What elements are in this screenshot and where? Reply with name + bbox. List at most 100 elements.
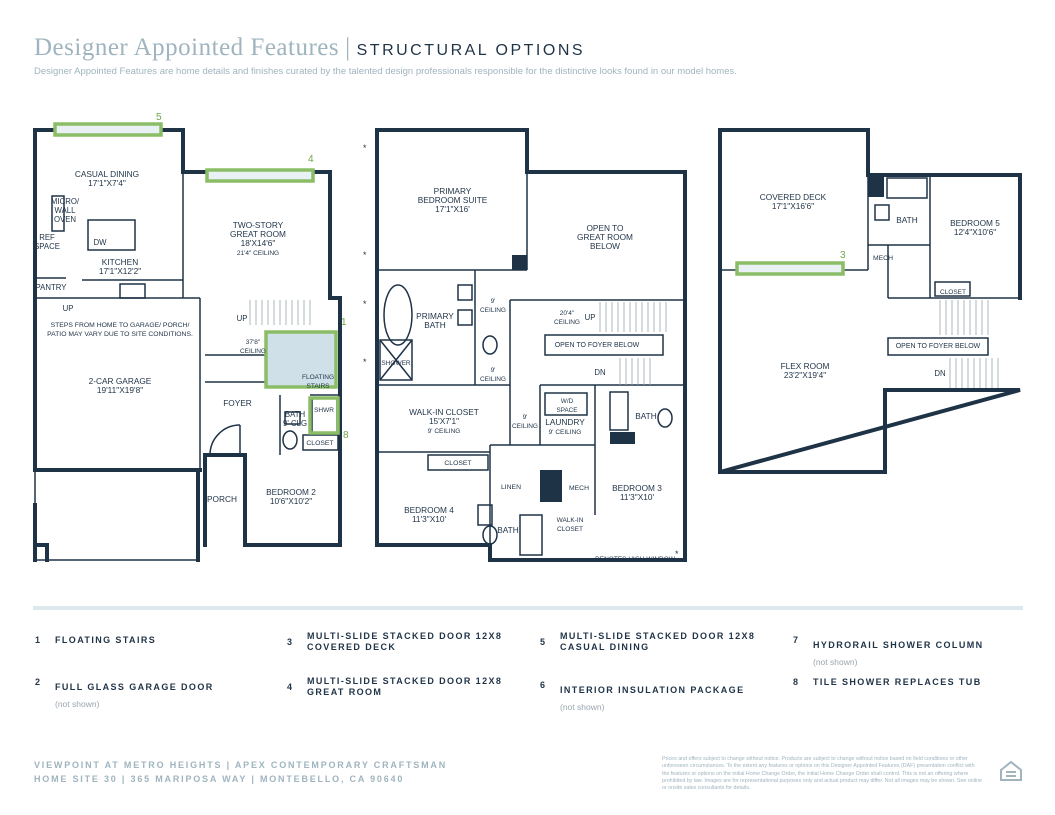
open-foyer-below-3: OPEN TO FOYER BELOW [895, 343, 981, 350]
room-shower-1: SHWR [314, 407, 334, 414]
option-item: 3 MULTI-SLIDE STACKED DOOR 12X8 COVERED … [287, 631, 502, 653]
callout-4: 4 [308, 154, 314, 165]
high-window-marker: * [363, 357, 367, 367]
high-window-marker: * [363, 299, 367, 309]
room-ref-space: REF SPACE [34, 233, 60, 251]
option-item: 5 MULTI-SLIDE STACKED DOOR 12X8 CASUAL D… [540, 631, 755, 653]
page-title: Designer Appointed Features| STRUCTURAL O… [34, 34, 585, 62]
room-casual-dining: CASUAL DINING 17'1"X7'4" [74, 169, 140, 188]
room-shower-2: SHOWER [381, 360, 411, 367]
room-closet-2: CLOSET [444, 460, 472, 467]
title-separator: | [345, 34, 351, 61]
stair-up-label: UP [62, 304, 74, 313]
room-kitchen: KITCHEN 17'1"X12'2" [98, 257, 142, 276]
ceiling-37-8: 37'8" CEILING [239, 339, 266, 355]
page-subtitle: STRUCTURAL OPTIONS [356, 42, 586, 59]
room-floating-stairs: FLOATING STAIRS [301, 374, 335, 390]
community-line: VIEWPOINT AT METRO HEIGHTS | APEX CONTEM… [34, 760, 447, 770]
option-label: MULTI-SLIDE STACKED DOOR 12X8 COVERED DE… [307, 631, 503, 652]
option-label: INTERIOR INSULATION PACKAGE [560, 685, 745, 695]
room-bath-3: BATH [497, 525, 519, 535]
callout-3: 3 [840, 250, 846, 261]
ceiling-9-b: 9' CEILING [479, 367, 506, 383]
room-closet-3: CLOSET [939, 289, 966, 296]
high-window-note: DENOTES HIGH WINDOW [595, 556, 675, 563]
room-mech-3: MECH [872, 255, 893, 262]
option-number: 5 [540, 637, 547, 647]
option-label: TILE SHOWER REPLACES TUB [813, 677, 982, 687]
callout-1: 1 [341, 317, 347, 328]
option-label: FLOATING STAIRS [55, 635, 157, 645]
room-great-room: TWO-STORY GREAT ROOM 18'X14'6" [230, 220, 286, 248]
room-bedroom-2: BEDROOM 2 10'6"X10'2" [266, 487, 316, 506]
option-number: 8 [793, 677, 800, 687]
equal-housing-icon [999, 760, 1023, 782]
room-bedroom-5: BEDROOM 5 12'4"X10'6" [950, 218, 1000, 237]
room-closet-1: CLOSET [306, 440, 334, 447]
option-item: 8 TILE SHOWER REPLACES TUB [793, 677, 982, 688]
room-bath-1: BATH 9' CLG [282, 410, 308, 428]
high-window-marker: * [363, 250, 367, 260]
option-item: 7 HYDRORAIL SHOWER COLUMN (not shown) [793, 635, 984, 667]
stair-up-label-3: UP [584, 313, 596, 322]
ceiling-20-4: 20'4" CEILING [553, 310, 580, 326]
room-open-great-room: OPEN TO GREAT ROOM BELOW [577, 223, 633, 251]
section-divider [33, 606, 1023, 610]
walk-in-closet-ceiling: 9' CEILING [427, 428, 461, 435]
option-number: 3 [287, 637, 294, 647]
option-item: 4 MULTI-SLIDE STACKED DOOR 12X8 GREAT RO… [287, 676, 502, 698]
room-primary-bath: PRIMARY BATH [416, 311, 454, 330]
option-label: MULTI-SLIDE STACKED DOOR 12X8 GREAT ROOM [307, 676, 503, 697]
option-label: HYDRORAIL SHOWER COLUMN [813, 640, 984, 650]
room-linen: LINEN [500, 484, 522, 491]
open-foyer-below-2: OPEN TO FOYER BELOW [554, 342, 640, 349]
room-mech-2: MECH [568, 485, 589, 492]
option-number: 1 [35, 635, 42, 645]
room-porch: PORCH [207, 494, 237, 504]
room-covered-deck: COVERED DECK 17'1"X16'6" [759, 192, 827, 211]
room-bedroom-3: BEDROOM 3 11'3"X10' [612, 483, 662, 502]
room-pantry: PANTRY [35, 283, 67, 292]
callout-8: 8 [343, 430, 349, 441]
room-bath-2: BATH [635, 411, 657, 421]
option-number: 6 [540, 680, 547, 690]
room-bedroom-4: BEDROOM 4 11'3"X10' [404, 505, 454, 524]
option-note: (not shown) [813, 657, 858, 667]
room-walk-in-closet: WALK-IN CLOSET 15'X7'1" [409, 407, 479, 426]
stair-up-label-2: UP [236, 314, 248, 323]
laundry-ceiling: 9' CEILING [548, 429, 582, 436]
room-laundry: LAUNDRY [545, 417, 585, 427]
great-room-ceiling: 21'4" CEILING [236, 250, 280, 257]
ceiling-9-a: 9' CEILING [479, 298, 506, 314]
option-label: MULTI-SLIDE STACKED DOOR 12X8 CASUAL DIN… [560, 631, 756, 652]
callout-5: 5 [156, 112, 162, 123]
option-note: (not shown) [55, 699, 100, 709]
steps-note: STEPS FROM HOME TO GARAGE/ PORCH/ PATIO … [47, 322, 193, 338]
title-text: Designer Appointed Features [34, 34, 340, 61]
option-label: FULL GLASS GARAGE DOOR [55, 682, 214, 692]
stair-down-label-3: DN [934, 369, 946, 378]
ceiling-9-c: 9' CEILING [511, 414, 538, 430]
stair-down-label-2: DN [594, 368, 606, 377]
option-number: 7 [793, 635, 800, 645]
room-garage: 2-CAR GARAGE 19'11"X19'8" [88, 376, 152, 395]
intro-text: Designer Appointed Features are home det… [34, 66, 737, 77]
room-wd-space: W/D SPACE [556, 398, 578, 414]
kitchen-dishwasher: DW [93, 238, 107, 247]
room-primary-suite: PRIMARY BEDROOM SUITE 17'1"X16' [417, 186, 488, 214]
room-bath-4: BATH [896, 215, 918, 225]
floor-plans-drawing [33, 122, 1022, 562]
room-foyer: FOYER [223, 398, 252, 408]
option-item: 6 INTERIOR INSULATION PACKAGE (not shown) [540, 680, 744, 712]
option-item: 1 FLOATING STAIRS [35, 635, 156, 646]
option-number: 2 [35, 677, 42, 687]
room-micro-wall-oven: MICRO/ WALL OVEN [50, 197, 80, 224]
address-line: HOME SITE 30 | 365 MARIPOSA WAY | MONTEB… [34, 774, 405, 784]
option-note: (not shown) [560, 702, 605, 712]
legal-disclaimer: Prices and offers subject to change with… [662, 756, 982, 792]
option-number: 4 [287, 682, 294, 692]
room-walk-in-closet-small: WALK-IN CLOSET [556, 517, 584, 533]
high-window-marker: * [675, 549, 679, 559]
high-window-marker: * [363, 143, 367, 153]
option-item: 2 FULL GLASS GARAGE DOOR (not shown) [35, 677, 214, 709]
